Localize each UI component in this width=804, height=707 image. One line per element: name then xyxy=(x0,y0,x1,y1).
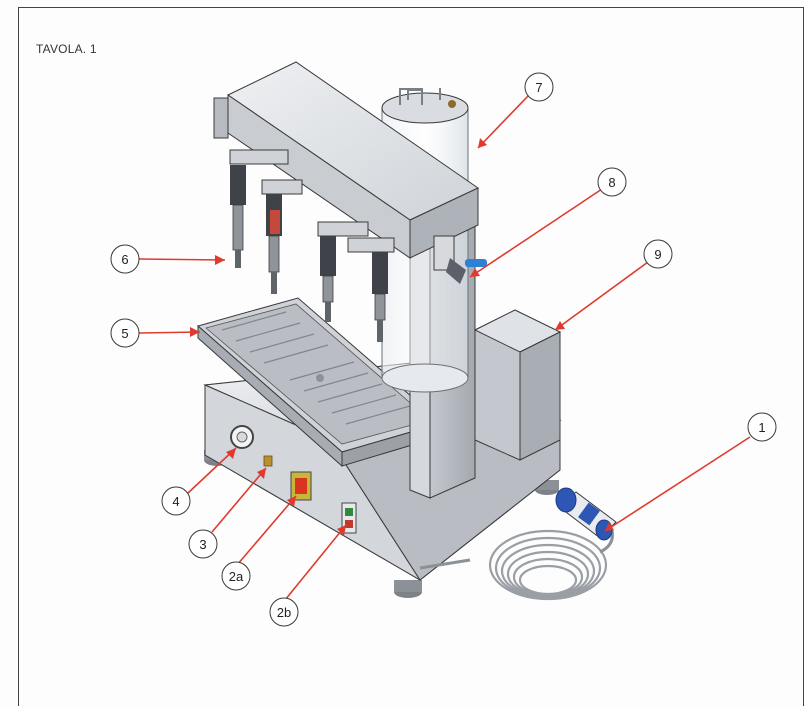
plate-title: TAVOLA. 1 xyxy=(36,42,97,56)
svg-text:8: 8 xyxy=(608,175,615,190)
callout-2a: 2a xyxy=(221,561,251,591)
svg-text:3: 3 xyxy=(199,537,206,552)
callout-2b: 2b xyxy=(269,597,299,627)
power-cable xyxy=(419,529,614,601)
top-beam xyxy=(213,61,479,259)
svg-text:4: 4 xyxy=(172,494,179,509)
callout-8: 8 xyxy=(597,167,627,197)
callout-9: 9 xyxy=(643,239,673,269)
drip-tray xyxy=(196,297,444,468)
filling-spouts xyxy=(229,149,395,342)
pressure-gauge xyxy=(230,425,254,449)
power-plug xyxy=(555,487,617,541)
filling-valve xyxy=(433,235,487,284)
leader-arrowheads xyxy=(190,138,614,536)
callout-7: 7 xyxy=(524,72,554,102)
svg-text:1: 1 xyxy=(758,420,765,435)
svg-text:5: 5 xyxy=(121,326,128,341)
callout-3: 3 xyxy=(188,529,218,559)
svg-text:7: 7 xyxy=(535,80,542,95)
svg-text:9: 9 xyxy=(654,247,661,262)
leader-lines xyxy=(138,95,751,601)
callout-6: 6 xyxy=(110,244,140,274)
rear-housing xyxy=(473,309,562,461)
valve-fitting xyxy=(263,455,273,467)
svg-text:6: 6 xyxy=(121,252,128,267)
callout-4: 4 xyxy=(161,486,191,516)
callout-1: 1 xyxy=(747,412,777,442)
callout-5: 5 xyxy=(110,318,140,348)
main-switch xyxy=(290,471,312,501)
svg-text:2a: 2a xyxy=(229,569,244,584)
svg-text:2b: 2b xyxy=(277,605,291,620)
